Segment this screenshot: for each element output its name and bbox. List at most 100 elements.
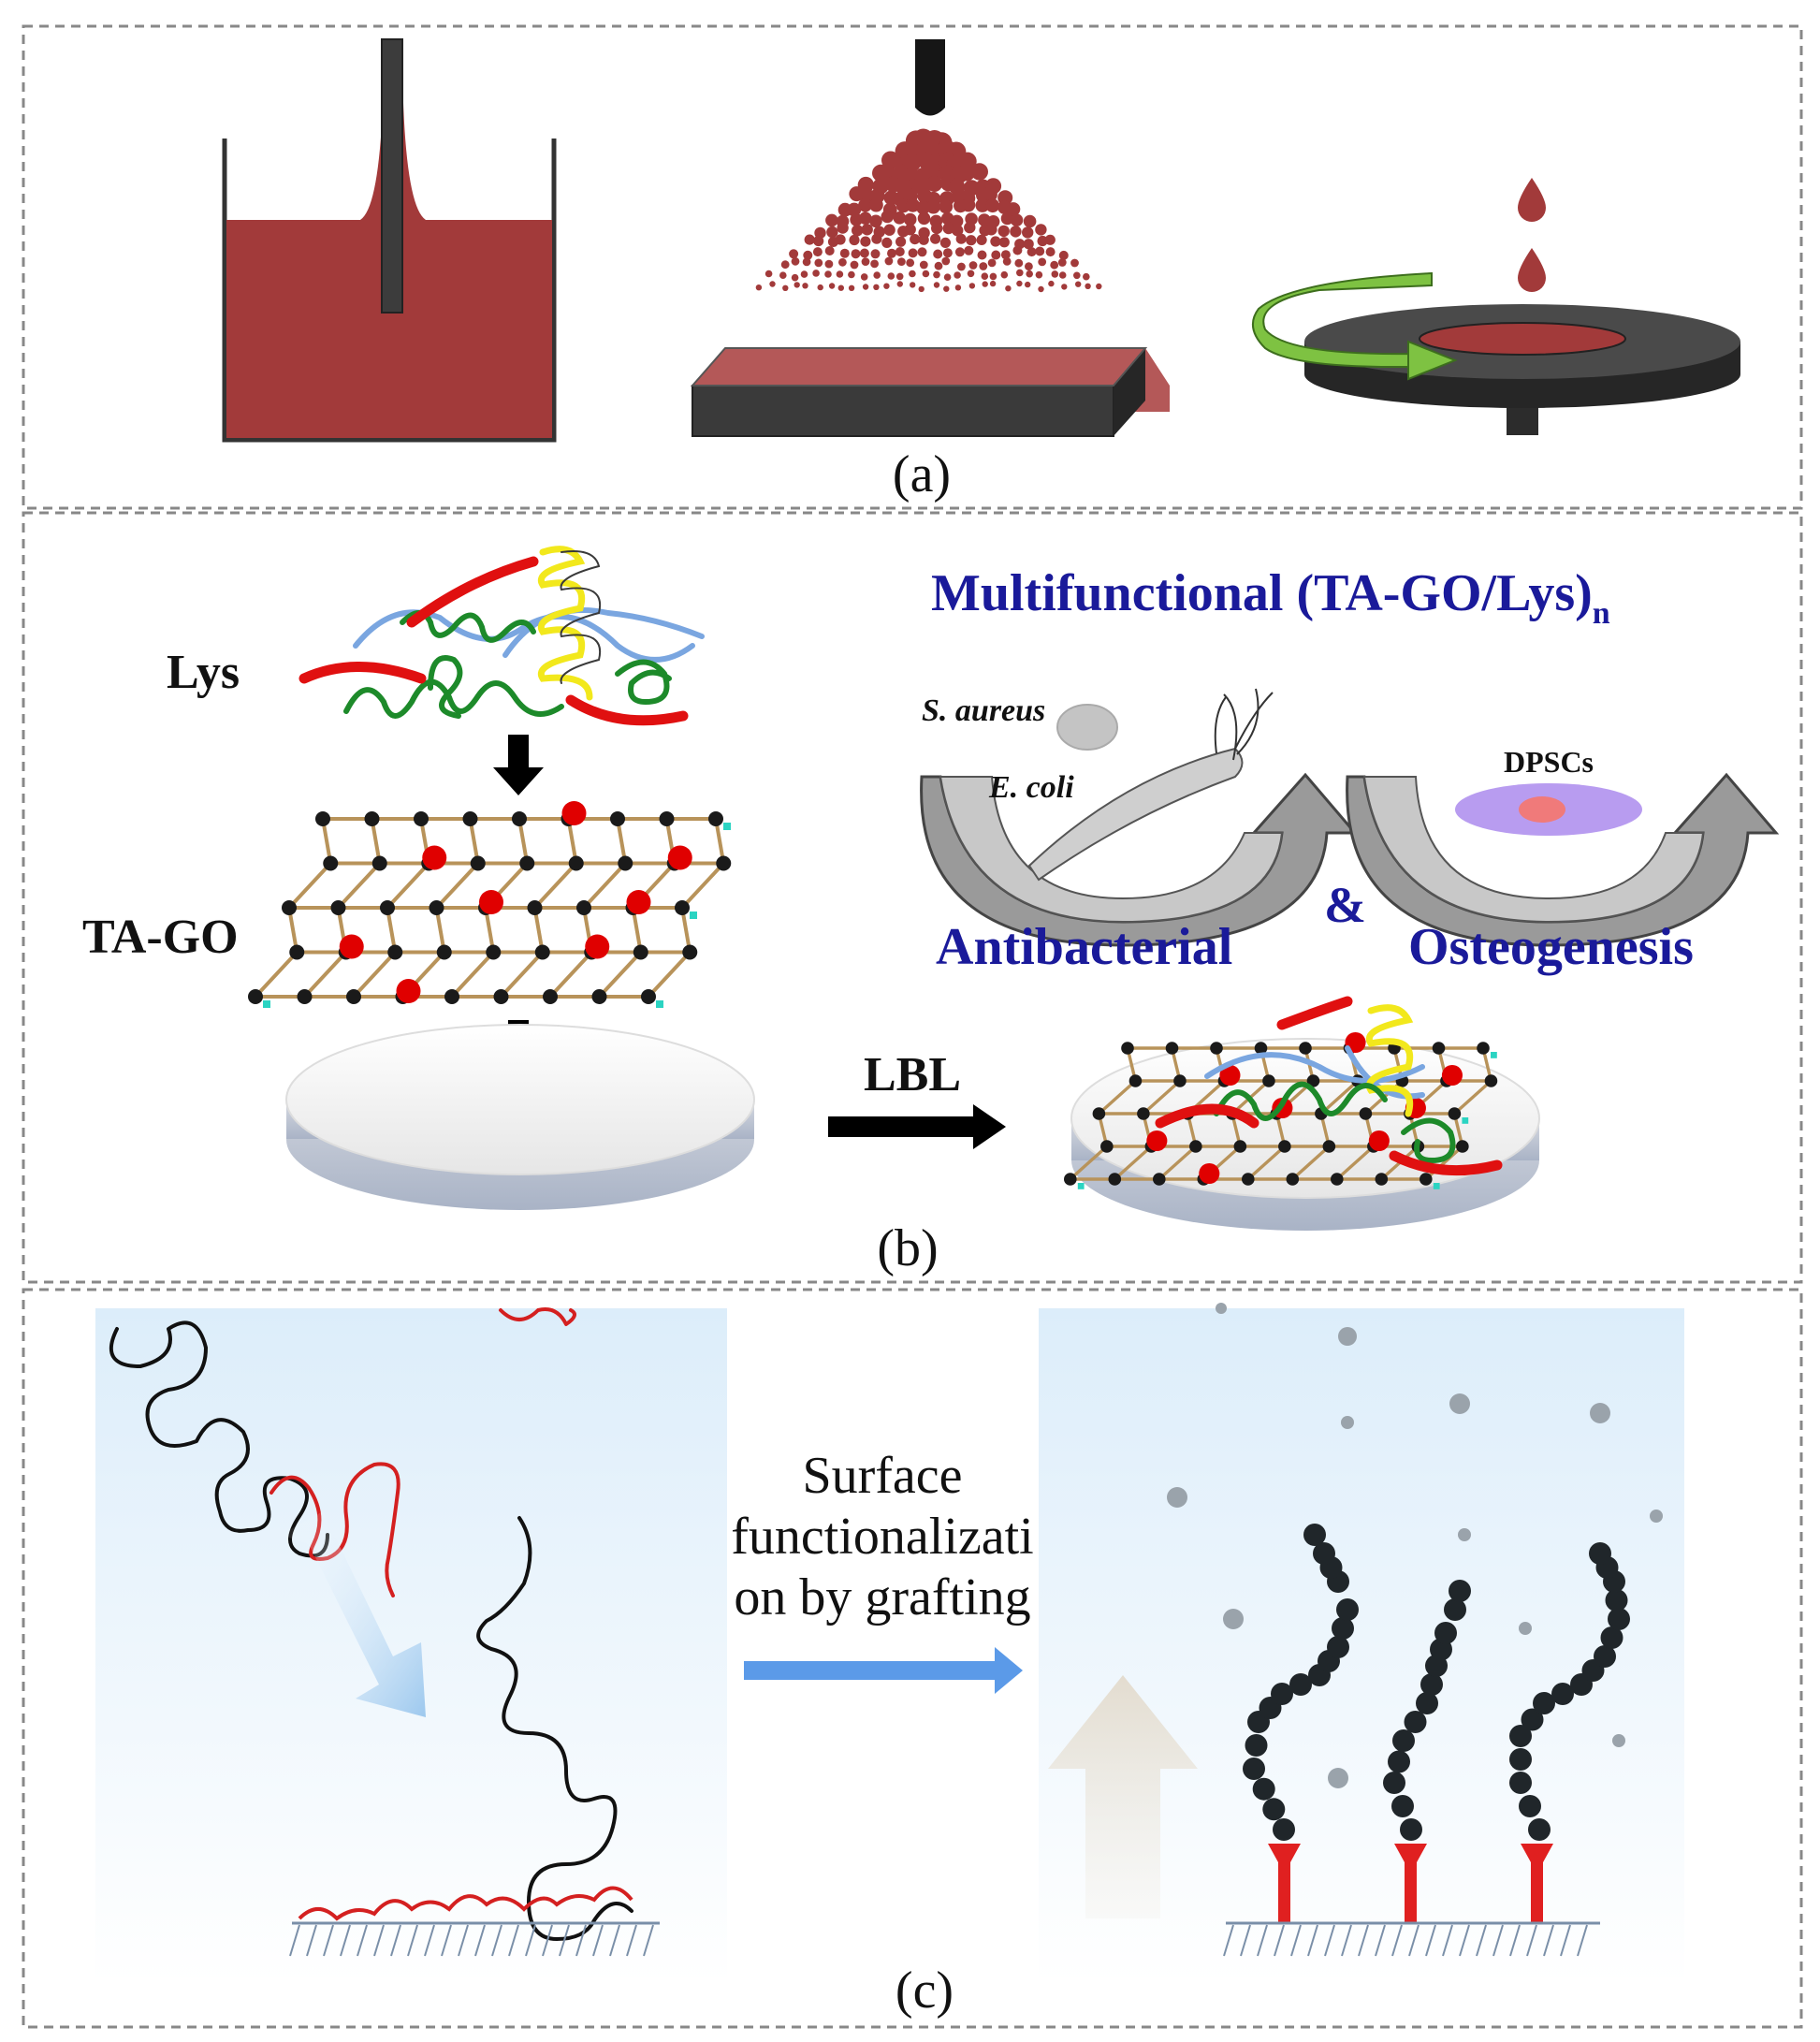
- spray-droplet: [817, 284, 823, 291]
- monomer-bead: [1605, 1589, 1628, 1612]
- spray-droplet: [812, 270, 820, 277]
- spray-droplet: [869, 214, 882, 228]
- spray-droplet: [1012, 245, 1023, 255]
- rotation-arrow-head: [1407, 340, 1458, 381]
- spray-droplet: [1038, 285, 1044, 293]
- bond: [582, 862, 627, 910]
- monomer-bead: [1509, 1748, 1532, 1771]
- carbon-atom: [1456, 1140, 1469, 1153]
- spray-droplet: [836, 270, 844, 278]
- bond: [566, 818, 578, 864]
- carbon-atom: [1375, 1173, 1389, 1186]
- carbon-atom: [323, 855, 339, 871]
- spray-droplet: [989, 272, 997, 281]
- monomer-bead: [1600, 1626, 1623, 1649]
- panel-c: Surface functionalizati on by grafting (…: [22, 1288, 1803, 2029]
- monomer-bead: [1521, 1708, 1544, 1731]
- spray-droplet: [933, 270, 940, 279]
- monomer-bead: [1444, 1598, 1466, 1621]
- ta-red-dot: [479, 890, 503, 914]
- monomer-dot: [1612, 1734, 1625, 1747]
- spray-droplet: [780, 260, 790, 270]
- substrate-tooth: [340, 1924, 351, 1957]
- panel-c-caption: (c): [895, 1962, 954, 2020]
- bond: [647, 951, 692, 999]
- substrate-tooth: [491, 1924, 502, 1957]
- monomer-dot: [1650, 1510, 1663, 1523]
- bond: [468, 818, 480, 864]
- spray-droplet: [883, 283, 890, 289]
- edge-group: [656, 1000, 663, 1008]
- substrate-tooth: [592, 1924, 604, 1957]
- carbon-atom: [346, 989, 361, 1004]
- spray-droplet: [1010, 213, 1024, 226]
- spray-droplet: [976, 234, 987, 245]
- monomer-particles: [1167, 1303, 1663, 1788]
- monomer-bead: [1608, 1608, 1630, 1630]
- edge-group: [1433, 1183, 1440, 1189]
- substrate-tooth: [525, 1924, 536, 1957]
- spray-droplet: [859, 211, 872, 225]
- carbon-atom: [591, 989, 607, 1004]
- substrate-tooth: [458, 1924, 469, 1957]
- carbon-atom: [330, 900, 346, 915]
- spray-droplet: [918, 285, 925, 293]
- spray-droplet: [997, 225, 1010, 238]
- spray-droplet: [884, 256, 894, 266]
- spray-droplet: [813, 235, 824, 247]
- spray-droplet: [814, 226, 826, 240]
- spray-droplet: [860, 273, 868, 281]
- spray-droplet: [828, 283, 836, 289]
- bond: [1319, 1079, 1360, 1116]
- spray-droplet: [870, 259, 879, 269]
- spin-coating-illustration: [1251, 178, 1740, 435]
- spray-droplet: [916, 200, 930, 215]
- substrate-tooth: [1476, 1924, 1487, 1957]
- spray-droplet: [896, 281, 903, 287]
- spray-droplet: [903, 212, 917, 226]
- bond: [680, 862, 725, 910]
- monomer-bead: [1589, 1542, 1611, 1565]
- spray-droplet: [873, 271, 881, 279]
- carbon-atom: [414, 811, 429, 826]
- substrate-tooth: [373, 1924, 385, 1957]
- spray-droplet: [769, 281, 776, 287]
- carbon-atom: [1128, 1074, 1143, 1087]
- spray-droplet: [789, 249, 799, 259]
- substrate-tooth: [1307, 1924, 1318, 1957]
- bond: [598, 951, 643, 999]
- diagonal-approach-arrow: [281, 1511, 426, 1717]
- substrate-tooth: [390, 1924, 401, 1957]
- ta-red-dot: [1219, 1064, 1241, 1087]
- bond: [1114, 1145, 1153, 1181]
- substrate-tooth: [1358, 1924, 1369, 1957]
- carbon-atom: [493, 989, 509, 1004]
- spray-droplet: [791, 256, 800, 266]
- carbon-atom: [1322, 1140, 1336, 1153]
- spray-droplet: [926, 199, 940, 214]
- carbon-atom: [633, 944, 648, 960]
- spray-droplet: [917, 247, 927, 257]
- substrate-tooth: [1375, 1924, 1386, 1957]
- bond: [1069, 1145, 1108, 1181]
- spray-droplet: [985, 224, 997, 236]
- spray-droplet: [839, 248, 850, 258]
- carbon-atom: [576, 900, 591, 915]
- spray-droplet: [943, 285, 950, 292]
- substrate-tooth: [1240, 1924, 1251, 1957]
- carbon-atom: [543, 989, 558, 1004]
- spray-droplet: [838, 257, 847, 267]
- monomer-bead: [1391, 1795, 1414, 1817]
- monomer-bead: [1533, 1692, 1555, 1714]
- monomer-bead: [1262, 1798, 1286, 1821]
- spray-droplet: [1000, 211, 1014, 226]
- substrate-tooth: [1492, 1924, 1504, 1957]
- spray-droplet: [957, 164, 976, 182]
- spray-droplet: [942, 222, 954, 235]
- monomer-bead: [1273, 1818, 1295, 1841]
- monomer-bead: [1252, 1777, 1275, 1801]
- spray-droplet: [1010, 226, 1022, 238]
- monomer-bead: [1420, 1673, 1443, 1696]
- bond: [1453, 1079, 1492, 1116]
- spray-droplet: [826, 226, 838, 239]
